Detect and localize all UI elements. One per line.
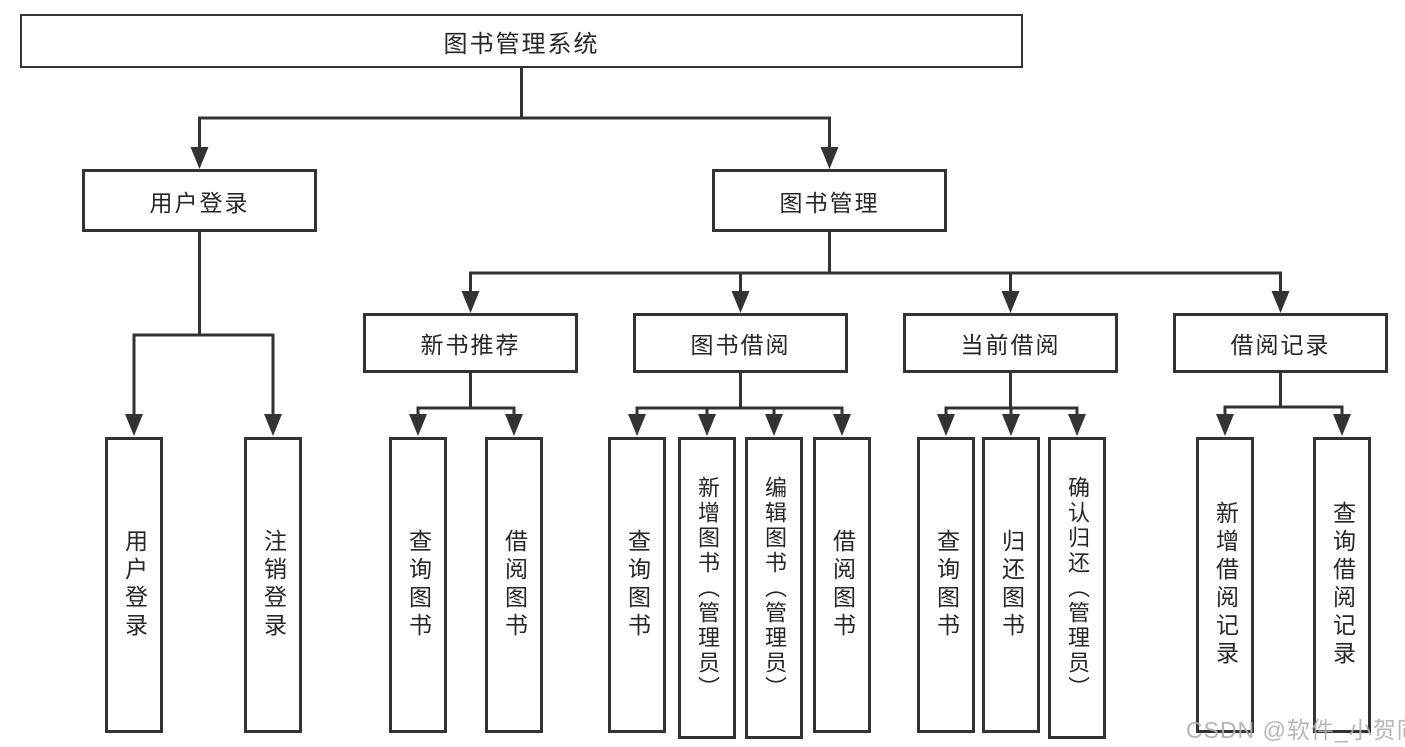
leaf-records-query-record-label: 查询借阅记录	[1329, 501, 1356, 669]
node-borrow-records-label: 借阅记录	[1230, 332, 1331, 358]
node-borrow-records: 借阅记录	[1173, 313, 1388, 373]
leaf-records-add-record-label: 新增借阅记录	[1212, 501, 1239, 669]
leaf-borrow-borrow-books-label: 借阅图书	[829, 529, 856, 641]
leaf-user-login-label: 用户登录	[121, 529, 148, 641]
leaf-user-login: 用户登录	[105, 437, 163, 733]
node-book-borrow: 图书借阅	[633, 313, 848, 373]
node-book-management: 图书管理	[712, 169, 947, 232]
leaf-borrow-query-books-label: 查询图书	[624, 529, 651, 641]
csdn-watermark: CSDN @软件_小贺同学	[1186, 717, 1405, 743]
node-user-login: 用户登录	[82, 169, 317, 232]
leaf-borrow-add-books-admin-label: 新增图书（管理员）	[695, 475, 720, 701]
leaf-recommend-borrow-books: 借阅图书	[485, 437, 543, 733]
leaf-recommend-query-books: 查询图书	[389, 437, 447, 733]
leaf-logout: 注销登录	[244, 437, 302, 733]
leaf-recommend-borrow-books-label: 借阅图书	[501, 529, 528, 641]
leaf-logout-label: 注销登录	[260, 529, 287, 641]
leaf-borrow-edit-books-admin: 编辑图书（管理员）	[745, 437, 803, 739]
leaf-borrow-query-books: 查询图书	[608, 437, 666, 733]
leaf-borrow-add-books-admin: 新增图书（管理员）	[678, 437, 736, 739]
node-book-management-label: 图书管理	[779, 189, 880, 216]
node-user-login-label: 用户登录	[149, 189, 250, 216]
node-current-borrow-label: 当前借阅	[960, 332, 1061, 358]
leaf-borrow-borrow-books: 借阅图书	[813, 437, 871, 733]
node-current-borrow: 当前借阅	[903, 313, 1118, 373]
leaf-records-query-record: 查询借阅记录	[1313, 437, 1371, 733]
leaf-current-return-books: 归还图书	[982, 437, 1040, 733]
node-new-book-recommend-label: 新书推荐	[420, 332, 521, 358]
node-book-borrow-label: 图书借阅	[690, 332, 791, 358]
leaf-records-add-record: 新增借阅记录	[1196, 437, 1254, 733]
leaf-current-confirm-return-admin: 确认归还（管理员）	[1048, 437, 1106, 739]
leaf-current-return-books-label: 归还图书	[998, 529, 1025, 641]
node-library-system-label: 图书管理系统	[443, 30, 600, 58]
leaf-recommend-query-books-label: 查询图书	[405, 529, 432, 641]
node-library-system: 图书管理系统	[20, 14, 1023, 68]
leaf-current-query-books-label: 查询图书	[933, 529, 960, 641]
leaf-borrow-edit-books-admin-label: 编辑图书（管理员）	[762, 475, 787, 701]
node-new-book-recommend: 新书推荐	[363, 313, 578, 373]
leaf-current-confirm-return-admin-label: 确认归还（管理员）	[1065, 475, 1090, 701]
leaf-current-query-books: 查询图书	[917, 437, 975, 733]
